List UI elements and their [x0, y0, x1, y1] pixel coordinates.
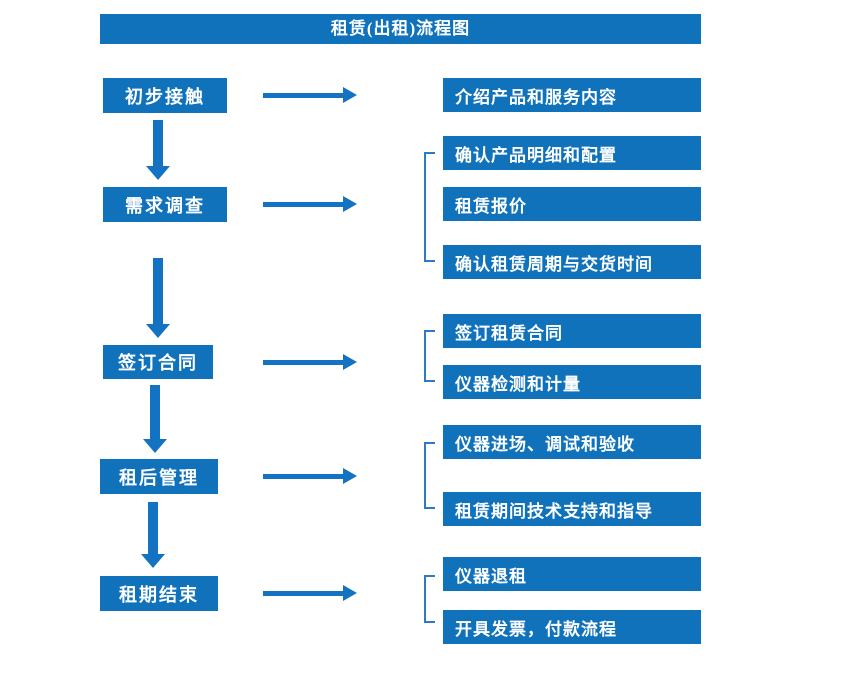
right-arrow-icon	[263, 87, 357, 103]
detail-instrument-return: 仪器退租	[443, 557, 701, 591]
down-arrow-icon	[146, 258, 170, 338]
right-arrow-icon	[263, 354, 357, 370]
down-arrow-icon	[143, 385, 167, 453]
detail-sign-rental-contract: 签订租赁合同	[443, 314, 701, 348]
step-rental-end: 租期结束	[100, 576, 218, 611]
detail-confirm-rental-period-delivery: 确认租赁周期与交货时间	[443, 245, 701, 279]
detail-instrument-entry-debug-acceptance: 仪器进场、调试和验收	[443, 425, 701, 459]
step-post-rental-management: 租后管理	[100, 459, 218, 494]
detail-rental-period-tech-support: 租赁期间技术支持和指导	[443, 492, 701, 526]
right-arrow-icon	[263, 468, 357, 484]
down-arrow-icon	[141, 502, 165, 568]
detail-rental-quote: 租赁报价	[443, 187, 701, 221]
detail-invoice-payment-process: 开具发票，付款流程	[443, 610, 701, 644]
down-arrow-icon	[146, 120, 170, 180]
bracket-connector	[424, 330, 435, 382]
step-initial-contact: 初步接触	[103, 78, 227, 113]
right-arrow-icon	[263, 196, 357, 212]
bracket-connector	[424, 152, 435, 262]
detail-introduce-products-services: 介绍产品和服务内容	[443, 78, 701, 112]
bracket-connector	[424, 442, 435, 509]
bracket-connector	[424, 575, 435, 623]
flowchart-title: 租赁(出租)流程图	[100, 14, 701, 44]
detail-instrument-testing-metering: 仪器检测和计量	[443, 365, 701, 399]
step-demand-survey: 需求调查	[103, 187, 227, 222]
detail-confirm-product-config: 确认产品明细和配置	[443, 136, 701, 170]
right-arrow-icon	[263, 585, 357, 601]
step-sign-contract: 签订合同	[103, 345, 213, 379]
